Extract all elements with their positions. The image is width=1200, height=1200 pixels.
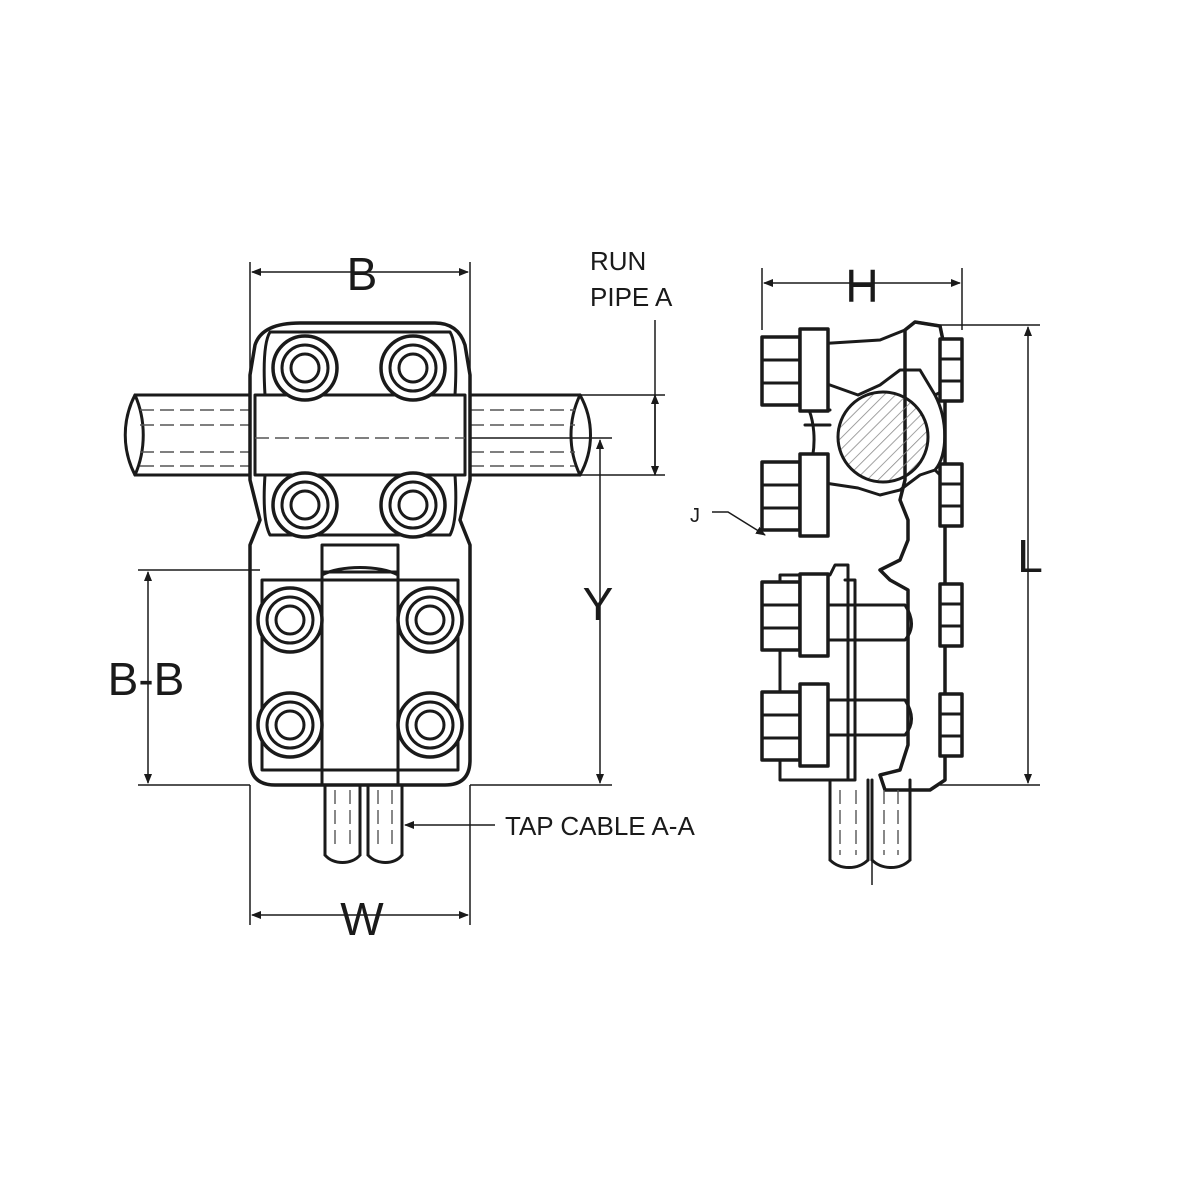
bolt-head [379,471,447,539]
hex-nut [760,327,830,413]
hex-nut [760,572,830,658]
dimensions [138,262,1040,925]
side-view [760,320,964,885]
bolt-end [938,692,964,758]
run-pipe [123,393,592,477]
run-pipe-section [836,390,930,484]
front-bolts [256,334,464,759]
tap-cable [323,783,404,864]
bolt-end [938,462,964,528]
dim-label-h: H [845,260,878,312]
bolt-head [271,471,339,539]
label-j: J [690,505,700,527]
hex-nut [760,682,830,768]
dim-label-b: B [347,248,378,300]
label-tap-cable: TAP CABLE A-A [505,811,695,841]
labels: B RUN PIPE A H Y B-B L J TAP CABLE A-A W [108,246,1043,945]
bolt-end [938,582,964,648]
tap-cable-side [828,778,912,885]
bolt-head [379,334,447,402]
bolt-head [396,586,464,654]
bolt-head [271,334,339,402]
dim-label-l: L [1017,530,1043,582]
bolt-head [256,691,324,759]
side-bolts [760,327,964,768]
label-run-pipe-line2: PIPE A [590,282,673,312]
dim-label-w: W [340,893,384,945]
bolt-head [396,691,464,759]
dim-label-bb: B-B [108,653,185,705]
bolt-head [256,586,324,654]
hex-nut [760,452,830,538]
bolt-end [938,337,964,403]
label-run-pipe-line1: RUN [590,246,646,276]
dim-label-y: Y [583,578,614,630]
front-view [123,321,592,864]
